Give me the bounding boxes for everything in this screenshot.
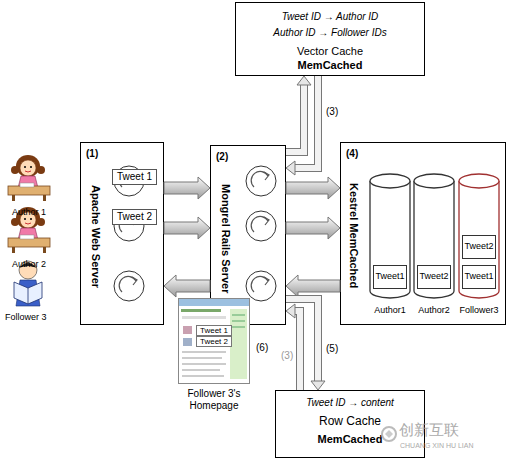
- connector-arrow: [164, 177, 210, 199]
- tweet-box: Tweet1: [462, 265, 496, 289]
- node-text: Tweet1: [374, 271, 406, 281]
- tweet-box: Tweet 1: [196, 325, 232, 336]
- connector-arrow: [286, 76, 318, 175]
- edge-label: (3): [326, 106, 338, 118]
- node-text: Author2: [403, 305, 465, 315]
- connector-arrow: [164, 217, 210, 239]
- node-text: Author1: [359, 305, 421, 315]
- queue-cylinder: Author2Tweet2: [413, 173, 455, 301]
- node-text: MemCached: [236, 59, 424, 72]
- node-text: Follower3: [448, 305, 510, 315]
- cache-box: Tweet ID → Author ID Author ID → Follower…: [235, 2, 425, 76]
- figure-label: Author 2: [12, 259, 46, 269]
- node-text: Apache Web Server: [89, 185, 102, 288]
- node-text: Mongrel Rails Server: [219, 184, 232, 293]
- connector-arrow: [286, 76, 311, 152]
- callout-number: (6): [256, 342, 268, 354]
- tweet-box: Tweet 2: [196, 336, 232, 347]
- connector-arrow: [164, 275, 210, 297]
- watermark: 创新互联: [399, 422, 459, 439]
- node-text: (2): [216, 151, 228, 163]
- author-figure: [8, 207, 50, 253]
- node-text: Tweet ID → Author ID: [236, 11, 424, 23]
- connector-arrow: [286, 304, 300, 390]
- node-text: Kestrel MemCached: [347, 183, 360, 288]
- connector-arrow: [286, 275, 340, 297]
- node-text: (1): [86, 148, 98, 160]
- tweet-box: Tweet1: [373, 265, 407, 289]
- node-text: (4): [346, 148, 358, 160]
- node-text: Author ID → Follower IDs: [236, 27, 424, 39]
- connector-arrow: [286, 299, 325, 390]
- node-text: Follower 3's Homepage: [172, 388, 256, 411]
- tweet-box: Tweet2: [417, 265, 451, 289]
- edge-label: (5): [326, 343, 338, 355]
- edge-label: Tweet 2: [112, 209, 157, 225]
- node-text: Vector Cache: [236, 45, 424, 58]
- queue-box: (4)Kestrel MemCachedAuthor1Tweet1Author2…: [340, 142, 506, 325]
- queue-cylinder: Author1Tweet1: [369, 173, 411, 301]
- figure-label: Follower 3: [5, 312, 47, 322]
- node-text: Tweet2: [418, 271, 450, 281]
- node-text: Tweet 2: [197, 337, 231, 346]
- node-text: Tweet1: [463, 271, 495, 281]
- author-figure: [8, 155, 50, 201]
- node-text: Tweet2: [463, 241, 495, 251]
- edge-label: Tweet 1: [112, 169, 157, 185]
- queue-cylinder: Follower3Tweet2Tweet1: [458, 173, 500, 301]
- connector-arrow: [286, 217, 340, 239]
- edge-label: (3): [281, 350, 293, 362]
- connector-arrow: [286, 177, 340, 199]
- figure-label: Author 1: [12, 207, 46, 217]
- homepage-screenshot: Follower 3's HomepageTweet 1Tweet 2: [178, 298, 250, 384]
- watermark: CHUANG XIN HU LIAN: [400, 442, 474, 450]
- tweet-box: Tweet2: [462, 235, 496, 259]
- node-text: Tweet ID → content: [276, 397, 424, 409]
- node-text: Tweet 1: [197, 326, 231, 335]
